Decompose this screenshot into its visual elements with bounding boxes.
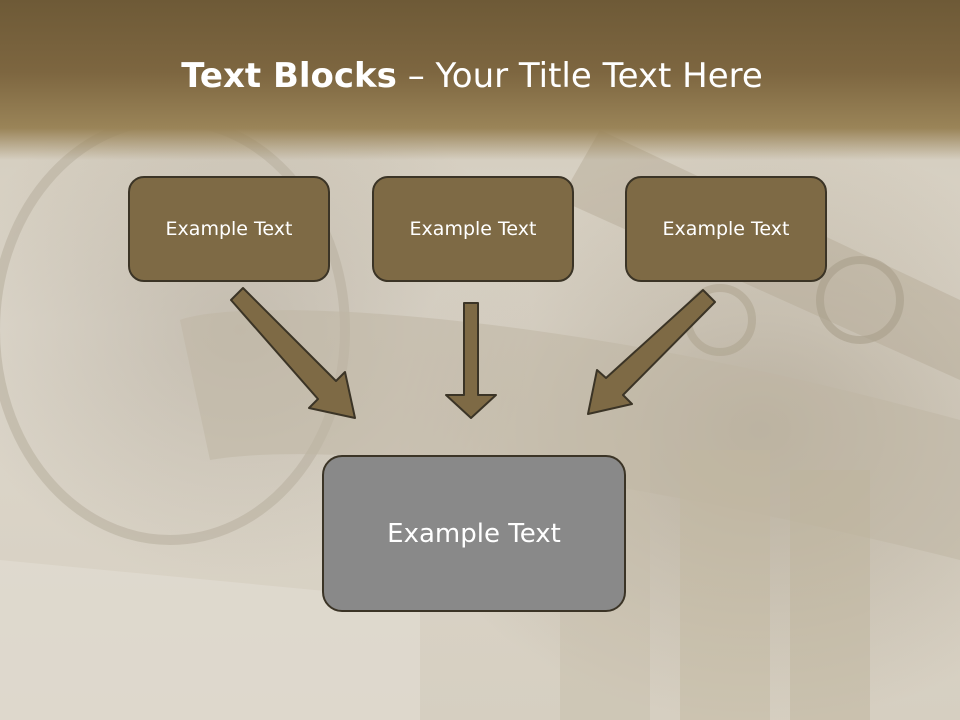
text-block-2-label: Example Text bbox=[409, 218, 537, 240]
title-band bbox=[0, 0, 960, 160]
text-block-1[interactable]: Example Text bbox=[128, 176, 330, 282]
main-text-block[interactable]: Example Text bbox=[322, 455, 626, 612]
arrow-left-icon bbox=[230, 287, 356, 419]
text-block-1-label: Example Text bbox=[165, 218, 293, 240]
text-block-3-label: Example Text bbox=[662, 218, 790, 240]
text-block-2[interactable]: Example Text bbox=[372, 176, 574, 282]
arrow-center-icon bbox=[445, 302, 497, 419]
slide-title: Text Blocks – Your Title Text Here bbox=[0, 52, 944, 100]
main-text-block-label: Example Text bbox=[387, 518, 561, 549]
title-bold-part: Text Blocks bbox=[181, 56, 397, 96]
title-separator: – bbox=[396, 56, 436, 96]
arrow-right-icon bbox=[587, 289, 716, 415]
title-rest-part: Your Title Text Here bbox=[435, 56, 763, 96]
text-block-3[interactable]: Example Text bbox=[625, 176, 827, 282]
